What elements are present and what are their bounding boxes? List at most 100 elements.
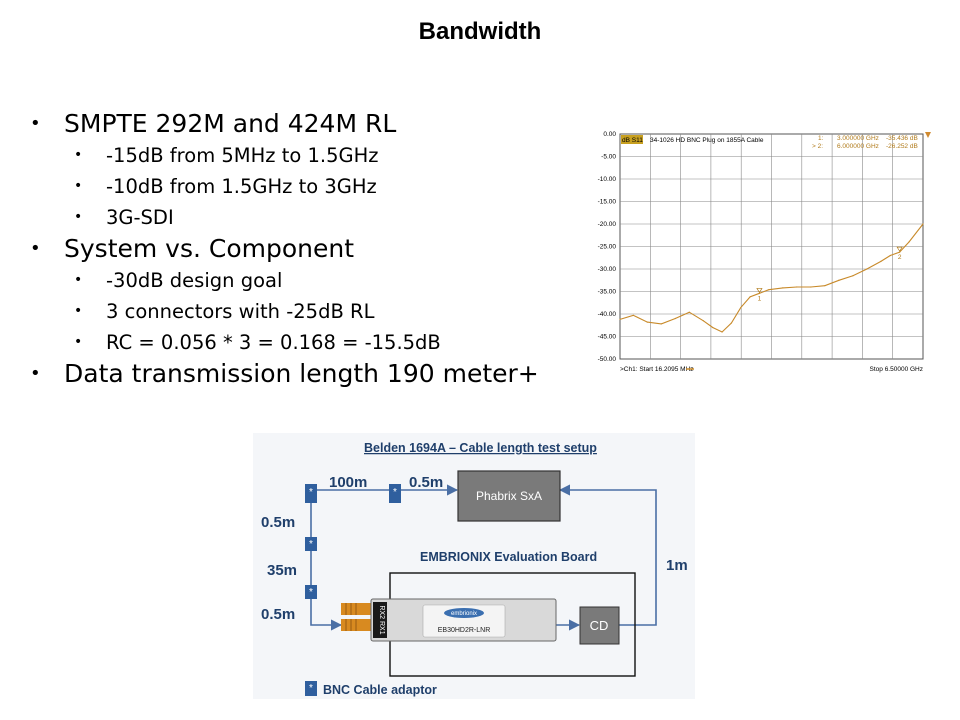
port-labels: RX2 RX1 [378, 605, 385, 634]
bullet-text: System vs. Component [64, 234, 355, 263]
trace-point [702, 320, 704, 322]
trace-point [899, 251, 901, 253]
sub-bullet-text: 3G-SDI [106, 206, 174, 229]
sub-bullet-item: • 3 connectors with -25dB RL [30, 296, 539, 327]
y-tick-label: -15.00 [598, 199, 617, 206]
y-tick-label: -45.00 [598, 334, 617, 341]
trace-point [619, 318, 621, 320]
start-frequency-label: >Ch1: Start 16.2095 MHz [620, 366, 694, 373]
sub-bullet-text: RC = 0.056 * 3 = 0.168 = -15.5dB [106, 331, 441, 354]
marker-triangle-icon [896, 246, 903, 252]
trace-point [782, 287, 784, 289]
bnc-adaptor-3 [305, 537, 317, 551]
phabrix-label: Phabrix SxA [476, 489, 542, 503]
marker-layer: 12 [756, 246, 903, 302]
phabrix-box [457, 470, 561, 522]
trace-point [889, 254, 891, 257]
y-tick-label: -20.00 [598, 221, 617, 228]
trace-point [646, 321, 648, 323]
sub-bullet-item: • -10dB from 1.5GHz to 3GHz [30, 171, 539, 202]
y-tick-label: 0.00 [603, 131, 616, 138]
bullet-text: Data transmission length 190 meter+ [64, 359, 539, 388]
module-logo: embrionix [451, 611, 477, 617]
trace-point [810, 286, 812, 288]
y-axis-ticks: 0.00-5.00-10.00-15.00-20.00-25.00-30.00-… [598, 131, 617, 363]
bnc-connectors-icon [341, 603, 371, 631]
bnc-connector-ridges [345, 603, 357, 631]
sfp-port-block [373, 602, 387, 638]
trace-point [922, 223, 924, 225]
marker-2-value: -26.252 dB [886, 143, 918, 150]
bnc-adaptor-2-symbol: * [393, 487, 397, 498]
module-label-plate [422, 604, 506, 638]
sub-bullet-text: 3 connectors with -25dB RL [106, 300, 375, 323]
sub-bullet-item: •-15dB from 5MHz to 1.5GHz [30, 140, 539, 171]
board-label: EMBRIONIX Evaluation Board [420, 550, 597, 564]
length-label: 0.5m [409, 474, 443, 491]
legend-adaptor-symbol: * [309, 683, 313, 694]
marker-id-label: 1 [758, 295, 762, 302]
cd-label: CD [590, 618, 609, 633]
trace-point [908, 241, 910, 243]
sub-bullet-dot-icon: • [74, 209, 83, 225]
sub-bullet-text: -10dB from 1.5GHz to 3GHz [106, 175, 377, 198]
y-tick-label: -10.00 [598, 176, 617, 183]
trace-point [758, 292, 761, 294]
trace-point [866, 268, 868, 270]
y-tick-label: -50.00 [598, 356, 617, 363]
cable-05m-bottom [310, 599, 343, 631]
y-tick-label: -40.00 [598, 311, 617, 318]
marker-readout: 1: 3.000000 GHz -35.436 dB > 2: 6.000000… [812, 135, 918, 150]
bnc-adaptor-1-symbol: * [309, 487, 313, 498]
bullet-item: •System vs. Component [30, 233, 539, 265]
slide-title: Bandwidth [418, 18, 542, 45]
sub-bullet-list: •-15dB from 5MHz to 1.5GHz • -10dB from 1… [30, 140, 539, 233]
trace-point [852, 275, 854, 277]
length-label: 35m [267, 562, 297, 579]
marker-triangle-icon [756, 288, 763, 294]
length-labels: 100m 0.5m 0.5m 35m 0.5m 1m [261, 474, 688, 623]
bullet-dot-icon: • [30, 113, 41, 134]
cable-1m [558, 484, 657, 626]
length-label: 1m [666, 557, 688, 574]
trace-point [721, 331, 723, 333]
trace-point [688, 311, 690, 313]
bnc-adaptor-4-symbol: * [309, 587, 313, 598]
cd-box [579, 606, 620, 645]
embrionix-logo-icon [444, 608, 484, 618]
sub-bullet-dot-icon: • [74, 178, 83, 194]
marker-1-freq: 3.000000 GHz [837, 135, 879, 142]
sub-bullet-item: •RC = 0.056 * 3 = 0.168 = -15.5dB [30, 327, 539, 358]
length-label: 0.5m [261, 514, 295, 531]
y-tick-label: -5.00 [601, 154, 616, 161]
trace-point [749, 296, 751, 298]
bnc-adaptors: * * * * [305, 484, 401, 599]
module-model: EB30HD2R-LNR [438, 627, 491, 634]
bnc-adaptor-1 [305, 484, 317, 503]
trace-point [768, 289, 770, 291]
y-tick-label: -30.00 [598, 266, 617, 273]
trace-point [740, 307, 742, 309]
bullet-list: •SMPTE 292M and 424M RL •-15dB from 5MHz… [30, 108, 539, 390]
sub-bullet-text: -30dB design goal [106, 269, 283, 292]
length-label: 100m [329, 474, 367, 491]
cable-paths [310, 484, 657, 631]
sub-bullet-dot-icon: • [74, 303, 83, 319]
sub-bullet-group: •-30dB design goal • 3 connectors with -2… [30, 265, 539, 358]
trace-point [730, 322, 732, 324]
trace-point [674, 317, 676, 320]
marker-1-value: -35.436 dB [886, 135, 918, 142]
return-loss-chart: 0.00-5.00-10.00-15.00-20.00-25.00-30.00-… [590, 128, 932, 376]
trace-point [660, 323, 662, 325]
bnc-adaptor-3-symbol: * [309, 539, 313, 550]
diagram-title: Belden 1694A – Cable length test setup [364, 441, 597, 455]
trace-line [619, 223, 924, 333]
sub-bullet-group: •-15dB from 5MHz to 1.5GHz • -10dB from 1… [30, 140, 539, 233]
trace-point [632, 314, 634, 316]
trace-label: dB S11 [622, 137, 643, 144]
trace-point [880, 260, 882, 262]
bnc-adaptor-2 [389, 484, 401, 503]
sub-bullet-item: •-30dB design goal [30, 265, 539, 296]
cable-test-setup-diagram: Belden 1694A – Cable length test setup *… [253, 433, 695, 699]
marker-id-label: 2 [898, 254, 902, 261]
